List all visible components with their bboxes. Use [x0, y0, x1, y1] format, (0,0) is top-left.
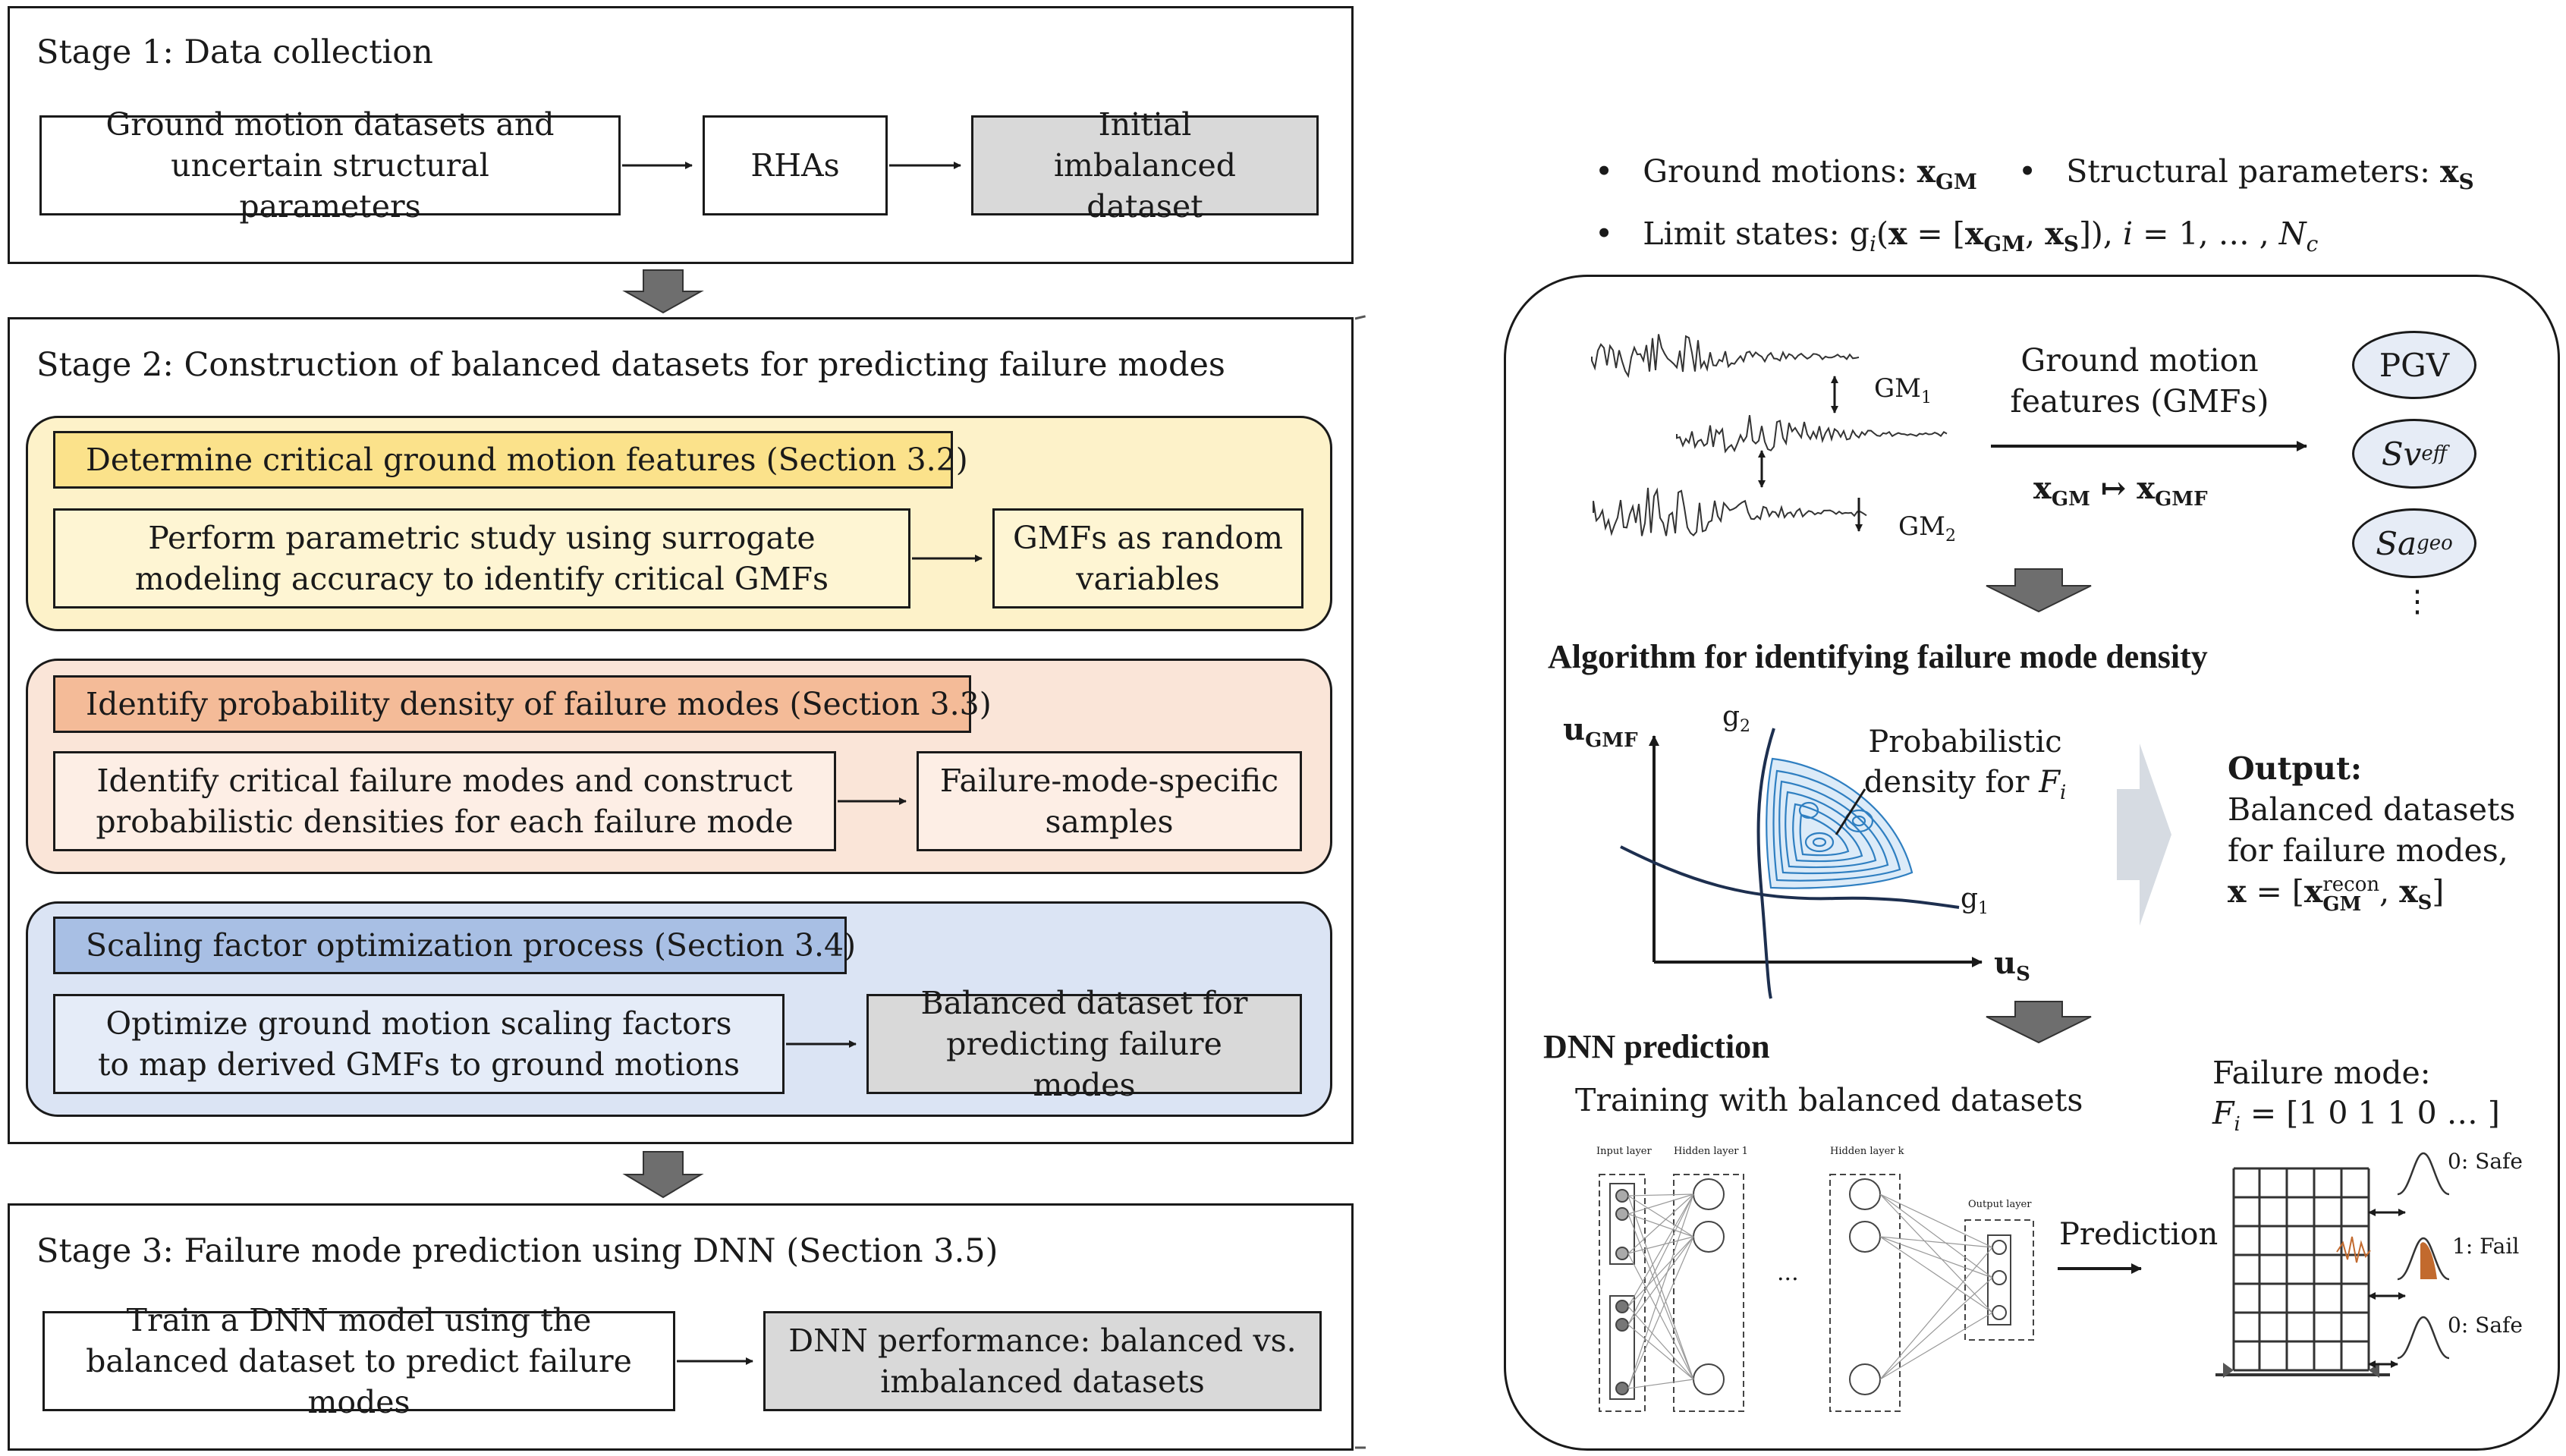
down-arrow-to-dnn — [1986, 1001, 2092, 1044]
failure-mode-block: Failure mode: Fi = [1 0 1 1 0 … ] — [2212, 1055, 2500, 1137]
safe-distribution-top — [2397, 1152, 2450, 1196]
bullet-structural-parameters: • Structural parameters: xS — [2018, 153, 2474, 195]
gm-to-gmf-mapping: xGM ↦ xGMF — [2033, 470, 2208, 511]
parametric-study-box: Perform parametric study using surrogate… — [53, 508, 910, 609]
ground-motion-trace-1 — [1591, 334, 1860, 379]
bullet-dot-3: • — [1595, 215, 1614, 252]
ground-motion-trace-3 — [1593, 487, 1867, 536]
g2-label: g2 — [1722, 701, 1751, 737]
u-s-axis-label: uS — [1994, 945, 2030, 986]
safe-label-bottom: 0: Safe — [2448, 1313, 2523, 1338]
down-arrow-to-algorithm — [1986, 568, 2092, 613]
output-block: Output: Balanced datasets for failure mo… — [2228, 750, 2516, 916]
bullet-limit-states: • Limit states: gi(x = [xGM, xS]), i = 1… — [1595, 215, 2319, 257]
safe-label-top: 0: Safe — [2448, 1149, 2523, 1174]
nn-hidden1-label: Hidden layer 1 — [1674, 1146, 1748, 1157]
probabilistic-density-label: Probabilistic density for Fi — [1863, 725, 2067, 804]
gm1-label: GM1 — [1874, 373, 1932, 407]
initial-imbalanced-dataset-box: Initial imbalanced dataset — [971, 106, 1319, 225]
neural-network — [1599, 1174, 2034, 1412]
left-connectors — [622, 162, 1366, 1449]
more-gmfs-vdots: ⋮ — [2402, 584, 2432, 619]
fail-label: 1: Fail — [2452, 1234, 2520, 1259]
down-arrow-stage2-stage3 — [622, 1151, 704, 1199]
optimize-scaling-factors-box: Optimize ground motion scaling factors t… — [53, 994, 785, 1094]
earthquake-icon — [2336, 1236, 2371, 1263]
section-3-4-header: Scaling factor optimization process (Sec… — [53, 917, 856, 974]
prediction-label: Prediction — [2059, 1217, 2219, 1252]
safe-distribution-bottom — [2397, 1316, 2450, 1360]
fail-distribution — [2397, 1237, 2450, 1281]
gmfs-random-variables-box: GMFs as random variables — [992, 508, 1303, 609]
stage1-title: Stage 1: Data collection — [36, 33, 433, 71]
nn-ellipsis: ... — [1777, 1259, 1799, 1286]
algorithm-title: Algorithm for identifying failure mode d… — [1548, 638, 2208, 675]
bullet-ground-motions: • Ground motions: xGM — [1595, 153, 1977, 195]
nn-input-layer-label: Input layer — [1596, 1146, 1652, 1157]
section-3-2-header: Determine critical ground motion feature… — [53, 431, 968, 489]
bullet-dot-1: • — [1595, 153, 1614, 190]
g1-label: g1 — [1961, 883, 1989, 919]
critical-failure-modes-box: Identify critical failure modes and cons… — [53, 751, 836, 851]
failure-mode-specific-samples-box: Failure-mode-specific samples — [917, 751, 1302, 851]
ground-motion-trace-2 — [1676, 415, 1948, 454]
nn-hiddenk-label: Hidden layer k — [1830, 1146, 1904, 1157]
failure-density-contours — [1766, 757, 1913, 889]
section-3-3-header: Identify probability density of failure … — [53, 675, 992, 733]
bullet-dot-2: • — [2018, 153, 2037, 190]
nn-output-layer-label: Output layer — [1968, 1199, 2032, 1210]
nn-connections — [1627, 1193, 1993, 1389]
rha-box: RHAs — [703, 115, 888, 215]
gmf-title: Ground motion features (GMFs) — [2010, 342, 2269, 420]
stage3-title: Stage 3: Failure mode prediction using D… — [36, 1232, 998, 1270]
pgv-oval: PGV — [2352, 331, 2476, 399]
dnn-performance-box: DNN performance: balanced vs. imbalanced… — [763, 1311, 1322, 1411]
gm2-label: GM2 — [1898, 511, 1956, 546]
building-frame — [2215, 1167, 2390, 1376]
down-arrow-stage1-stage2 — [622, 269, 704, 314]
stage2-title: Stage 2: Construction of balanced datase… — [36, 346, 1225, 384]
dnn-prediction-title: DNN prediction — [1543, 1028, 1770, 1065]
right-arrow-to-output — [2117, 744, 2171, 926]
u-gmf-axis-label: uGMF — [1563, 712, 1638, 752]
training-label: Training with balanced datasets — [1575, 1082, 2083, 1118]
